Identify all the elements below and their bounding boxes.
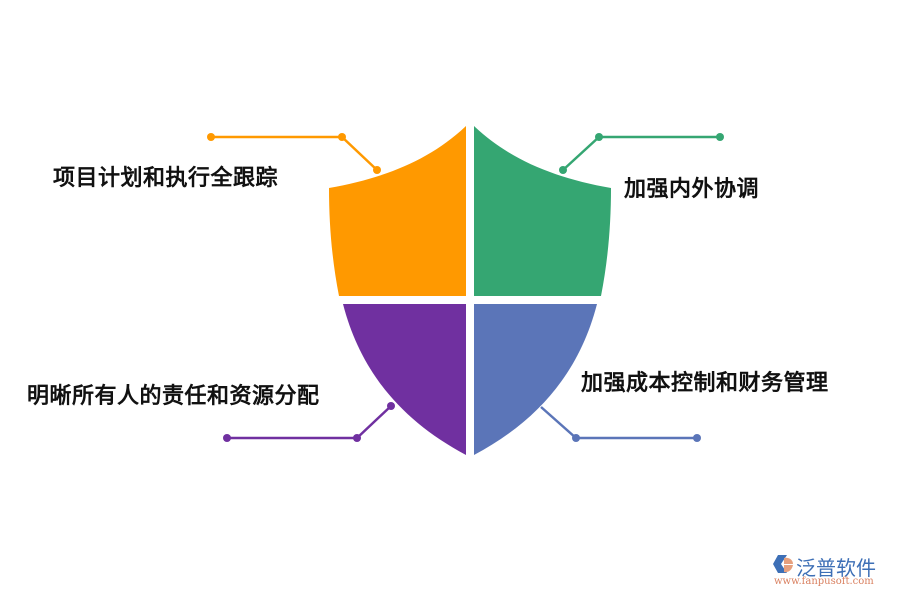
quadrant-bottom-right <box>474 304 597 455</box>
connector-top-left <box>207 133 381 174</box>
connector-bottom-left <box>223 402 395 442</box>
connector-bottom-right <box>540 406 701 442</box>
quadrant-bottom-left <box>343 304 466 455</box>
label-bottom-right: 加强成本控制和财务管理 <box>581 371 829 396</box>
watermark-logo: 泛普软件 www.fanpusoft.com <box>770 550 895 590</box>
fanpu-logo-icon <box>773 555 793 573</box>
label-top-left: 项目计划和执行全跟踪 <box>53 166 279 191</box>
quadrant-top-right <box>474 126 611 296</box>
watermark-brand: 泛普软件 <box>796 556 876 580</box>
watermark-url: www.fanpusoft.com <box>774 576 874 587</box>
label-top-right: 加强内外协调 <box>624 177 760 202</box>
connector-top-right <box>559 133 724 174</box>
quadrant-top-left <box>329 126 466 296</box>
label-bottom-left: 明晰所有人的责任和资源分配 <box>27 384 320 409</box>
